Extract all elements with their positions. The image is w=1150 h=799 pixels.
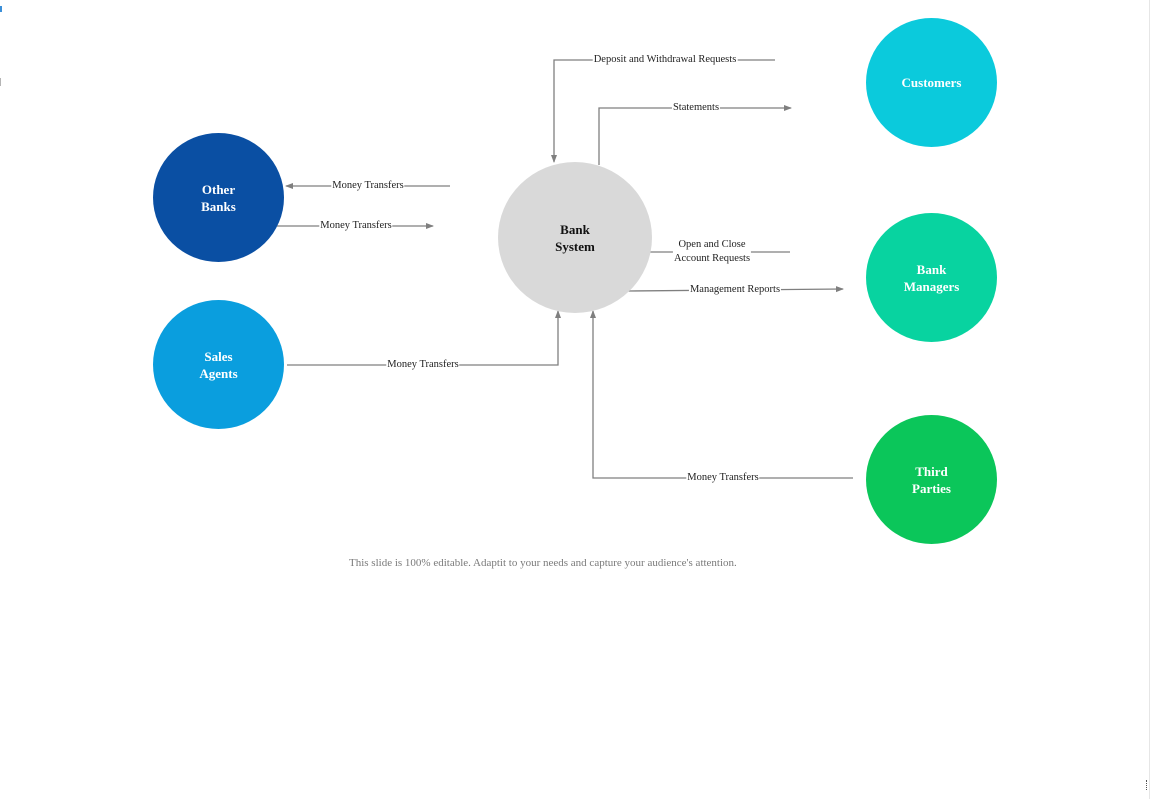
edge-label-management-reports: Management Reports	[688, 283, 782, 297]
node-other-banks-label: Other Banks	[201, 181, 236, 214]
connector-third-parties	[590, 310, 853, 479]
node-customers-label: Customers	[901, 75, 962, 90]
node-bank-system: Bank System	[498, 162, 652, 313]
edge-label-other-banks-out: Money Transfers	[319, 219, 393, 233]
node-bank-managers: Bank Managers	[866, 213, 997, 342]
edge-mark	[0, 6, 2, 12]
node-other-banks: Other Banks	[153, 133, 284, 262]
edge-mark	[0, 78, 1, 86]
edge-label-open-close: Open and Close Account Requests	[672, 238, 752, 266]
node-customers: Customers	[866, 18, 997, 147]
edge-label-third-parties: Money Transfers	[686, 471, 760, 485]
edge-label-statements: Statements	[671, 101, 721, 115]
connector-statements	[598, 105, 792, 165]
node-bank-managers-label: Bank Managers	[903, 261, 960, 294]
node-third-parties: Third Parties	[866, 415, 997, 544]
edge-mark	[1146, 780, 1148, 790]
node-bank-system-label: Bank System	[555, 221, 595, 254]
node-third-parties-label: Third Parties	[912, 463, 951, 496]
edge-label-sales-agents: Money Transfers	[386, 358, 460, 372]
connector-sales-agents	[287, 310, 561, 366]
node-sales-agents: Sales Agents	[153, 300, 284, 429]
edge-label-other-banks-in: Money Transfers	[331, 179, 405, 193]
edge-label-deposit-withdrawal: Deposit and Withdrawal Requests	[592, 53, 738, 67]
connector-deposit-withdrawal	[551, 59, 775, 163]
footer-note: This slide is 100% editable. Adaptit to …	[349, 557, 737, 569]
node-sales-agents-label: Sales Agents	[199, 348, 238, 381]
